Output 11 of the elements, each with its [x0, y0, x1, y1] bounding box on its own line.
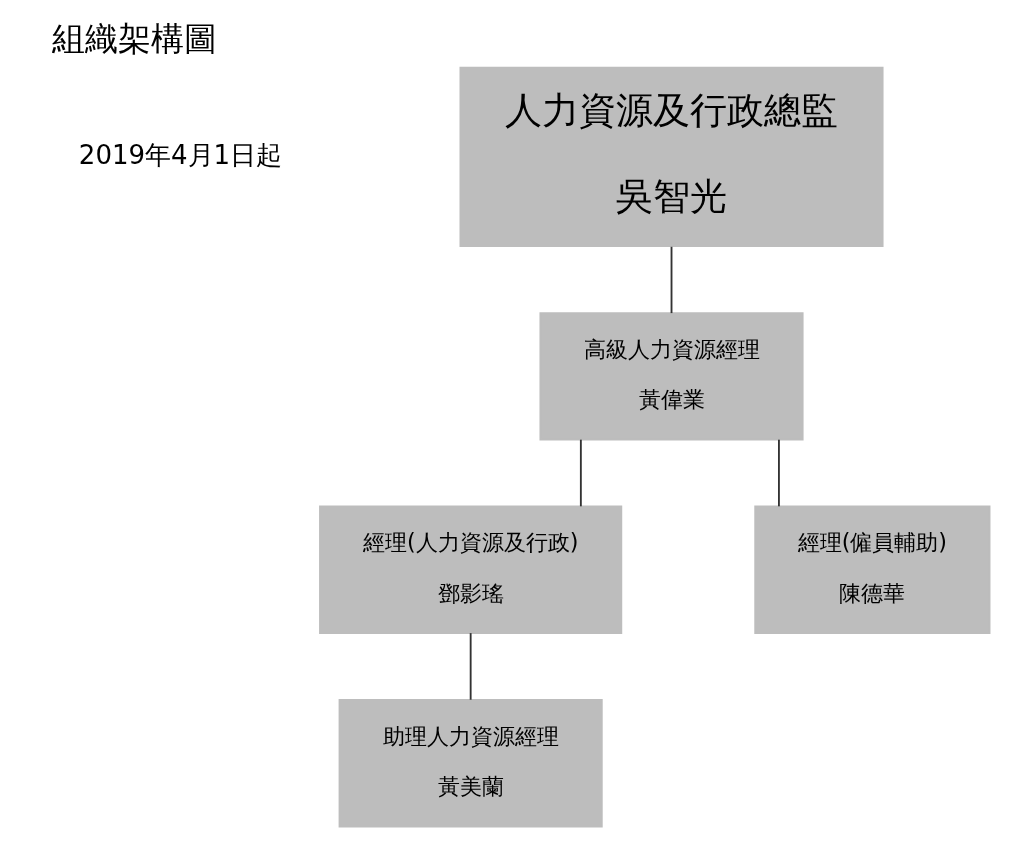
node-box: 人力資源及行政總監 吳智光 — [459, 66, 884, 248]
node-box: 經理(僱員輔助) 陳德華 — [753, 505, 990, 634]
connector — [469, 632, 472, 701]
connector — [670, 245, 672, 315]
node-box: 助理人力資源經理 黃美蘭 — [338, 699, 603, 828]
node-box: 高級人力資源經理 黃偉業 — [538, 312, 804, 441]
connector — [777, 438, 780, 508]
connector — [579, 438, 582, 508]
label: 2019年4月1日起 — [78, 139, 282, 170]
diagram-title: 組織架構圖 — [51, 18, 217, 58]
node-box: 經理(人力資源及行政) 鄧影瑤 — [318, 505, 622, 634]
